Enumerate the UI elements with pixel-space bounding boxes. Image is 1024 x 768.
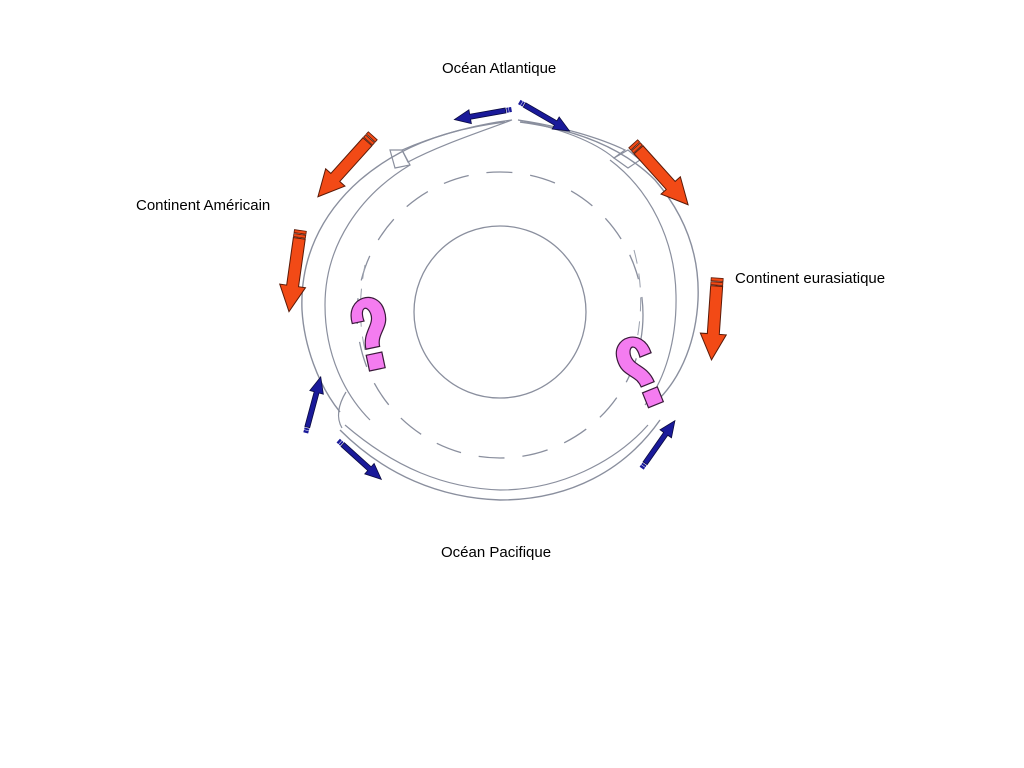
inner-crust-line-bottom	[344, 424, 649, 491]
outer-crust-right	[519, 121, 699, 399]
continent-step-left	[389, 149, 411, 169]
red-arrow-icon	[275, 228, 314, 314]
label-ocean-atlantique: Océan Atlantique	[442, 60, 557, 77]
blue-arrow-icon	[298, 374, 328, 436]
red-arrow-icon	[698, 276, 731, 362]
mantle-trace-left	[360, 264, 366, 351]
outer-crust-bottom	[339, 419, 661, 501]
label-continent-eurasiatique: Continent eurasiatique	[735, 270, 886, 287]
question-mark-icon	[610, 331, 671, 413]
ridge-plate-left	[401, 119, 513, 163]
label-continent-americain: Continent Américain	[136, 197, 271, 214]
subduction-tip-left	[337, 391, 347, 429]
outer-crust-left	[301, 121, 506, 413]
red-arrow-icon	[623, 134, 699, 214]
inner-core	[413, 225, 587, 399]
mantle-trace-right	[633, 249, 642, 346]
blue-arrow-icon	[635, 416, 682, 473]
inner-crust-line	[324, 164, 411, 421]
question-mark-icon	[346, 293, 397, 374]
ridge-plate-right	[517, 119, 627, 159]
blue-arrow-icon	[333, 434, 387, 486]
dashed-boundary	[356, 171, 644, 459]
inner-crust-line-right	[609, 159, 677, 406]
label-ocean-pacifique: Océan Pacifique	[441, 544, 552, 561]
